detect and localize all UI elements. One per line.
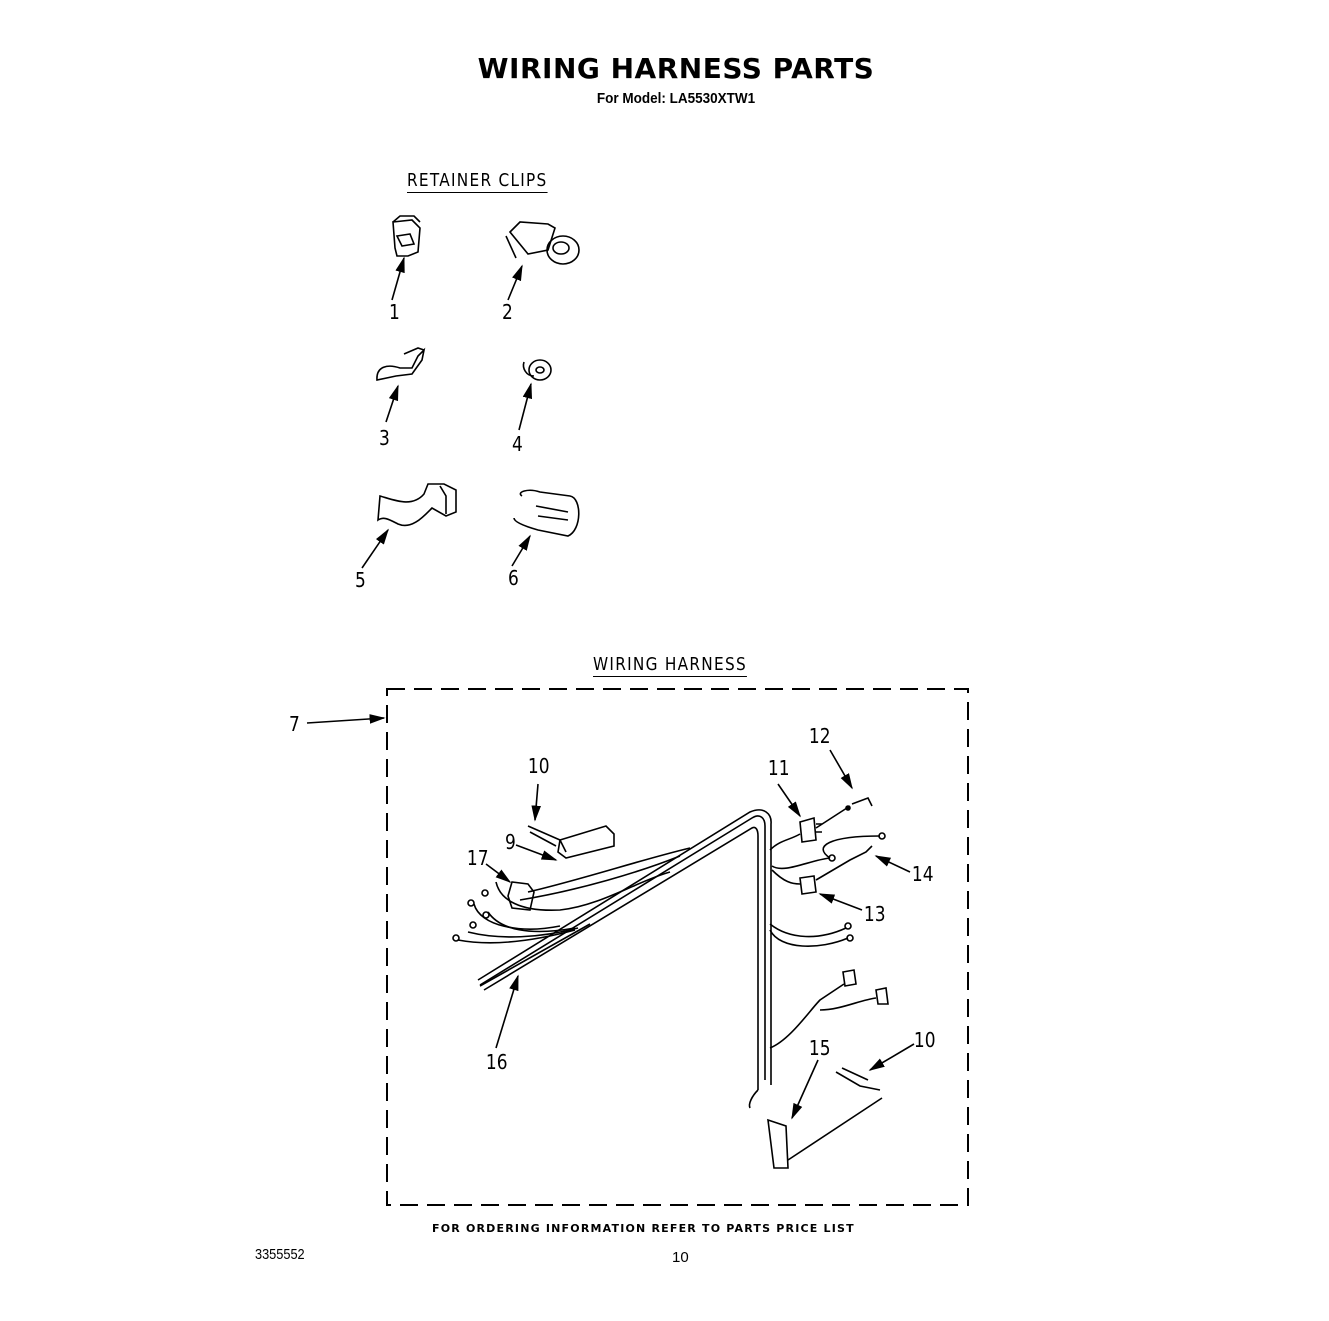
callout-12: 12 — [808, 724, 831, 748]
model-subtitle: For Model: LA5530XTW1 — [596, 90, 756, 107]
callout-2: 2 — [501, 300, 513, 324]
callout-3: 3 — [378, 426, 390, 450]
callout-4: 4 — [511, 432, 523, 456]
retainer-clip-2-icon — [505, 221, 580, 265]
wiring-harness-icon — [452, 796, 889, 1169]
callout-15: 15 — [808, 1036, 831, 1060]
callout-16: 16 — [485, 1050, 508, 1074]
wiring-harness-heading: WIRING HARNESS — [593, 654, 747, 675]
callout-10-bottom: 10 — [913, 1028, 936, 1052]
callout-5: 5 — [354, 568, 366, 592]
retainer-clip-4-icon — [522, 359, 552, 381]
callout-9: 9 — [504, 830, 516, 854]
callout-7: 7 — [288, 712, 300, 736]
callout-1: 1 — [388, 300, 400, 324]
callout-17: 17 — [466, 846, 489, 870]
page-title: WIRING HARNESS PARTS — [477, 52, 875, 85]
callout-13: 13 — [863, 902, 886, 926]
retainer-clip-5-icon — [377, 483, 457, 527]
harness-assembly-box — [386, 688, 969, 1206]
page-number: 10 — [672, 1249, 689, 1266]
callout-11: 11 — [767, 756, 790, 780]
callout-14: 14 — [911, 862, 934, 886]
retainer-clips-heading: RETAINER CLIPS — [407, 170, 548, 191]
retainer-clip-1-icon — [392, 215, 421, 257]
retainer-clip-6-icon — [513, 489, 580, 537]
document-number: 3355552 — [255, 1246, 305, 1263]
callout-6: 6 — [507, 566, 519, 590]
ordering-note: FOR ORDERING INFORMATION REFER TO PARTS … — [432, 1222, 855, 1235]
retainer-clip-3-icon — [376, 347, 426, 381]
callout-10-top: 10 — [527, 754, 550, 778]
